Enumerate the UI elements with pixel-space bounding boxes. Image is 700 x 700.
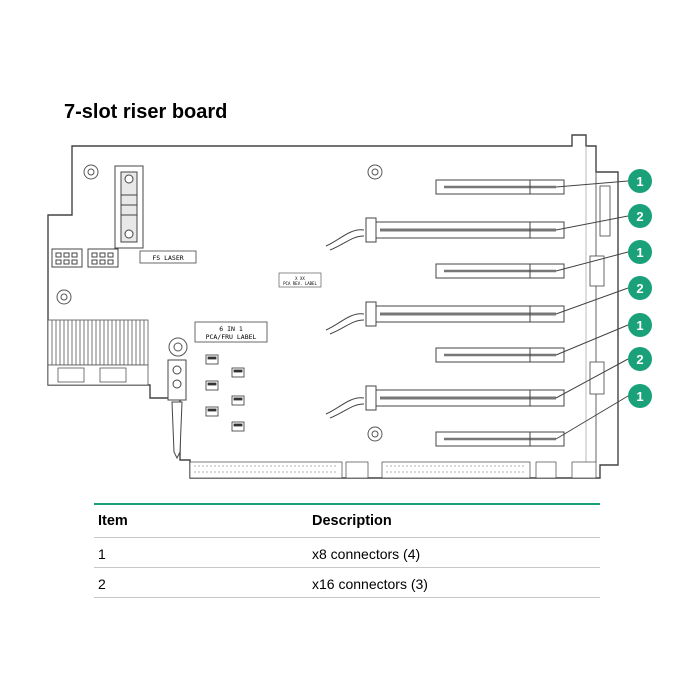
mounting-holes <box>56 164 383 442</box>
callout-2: 2 <box>628 276 652 300</box>
pca-rev-label-line1: X XX <box>295 276 305 281</box>
callout-leaders <box>555 180 629 440</box>
row-description: x16 connectors (3) <box>312 576 428 592</box>
header-item: Item <box>98 513 128 529</box>
callout-1: 1 <box>628 240 652 264</box>
row-item: 1 <box>98 546 106 562</box>
callout-1: 1 <box>628 384 652 408</box>
side-connectors <box>589 185 611 395</box>
aux-headers <box>51 248 119 268</box>
page-title: 7-slot riser board <box>64 101 228 123</box>
callout-1: 1 <box>628 313 652 337</box>
power-connector <box>114 165 144 249</box>
svg-text:2: 2 <box>636 281 643 296</box>
row-description: x8 connectors (4) <box>312 546 421 562</box>
x16-slot <box>325 217 565 251</box>
pca-fru-label-line2: PCA/FRU LABEL <box>206 333 257 341</box>
legend-table: Item Description 1 x8 connectors (4) 2 x… <box>94 503 600 598</box>
callout-2: 2 <box>628 347 652 371</box>
x8-slot <box>435 263 565 279</box>
x8-slot <box>435 347 565 363</box>
card-latch <box>167 359 187 460</box>
header-description: Description <box>312 513 392 529</box>
heatsink <box>47 319 149 386</box>
edge-connector-pins <box>194 465 526 473</box>
table-top-rule <box>94 503 600 505</box>
small-components <box>205 354 245 432</box>
x8-slot <box>435 179 565 195</box>
table-row: 2 x16 connectors (3) <box>94 568 600 598</box>
table-row: 1 x8 connectors (4) <box>94 538 600 568</box>
pca-rev-label-line2: PCA REV. LABEL <box>283 281 317 286</box>
x16-slot <box>325 385 565 419</box>
svg-text:1: 1 <box>636 318 643 333</box>
callout-2: 2 <box>628 204 652 228</box>
svg-text:2: 2 <box>636 209 643 224</box>
svg-text:2: 2 <box>636 352 643 367</box>
fs-laser-label: FS LASER <box>152 254 183 262</box>
svg-text:1: 1 <box>636 389 643 404</box>
svg-text:1: 1 <box>636 245 643 260</box>
x16-slot <box>325 301 565 335</box>
callout-1: 1 <box>628 169 652 193</box>
table-header-row: Item Description <box>94 505 600 538</box>
row-item: 2 <box>98 576 106 592</box>
pca-fru-label-line1: 6 IN 1 <box>219 325 243 333</box>
x8-slot <box>435 431 565 447</box>
svg-text:1: 1 <box>636 174 643 189</box>
